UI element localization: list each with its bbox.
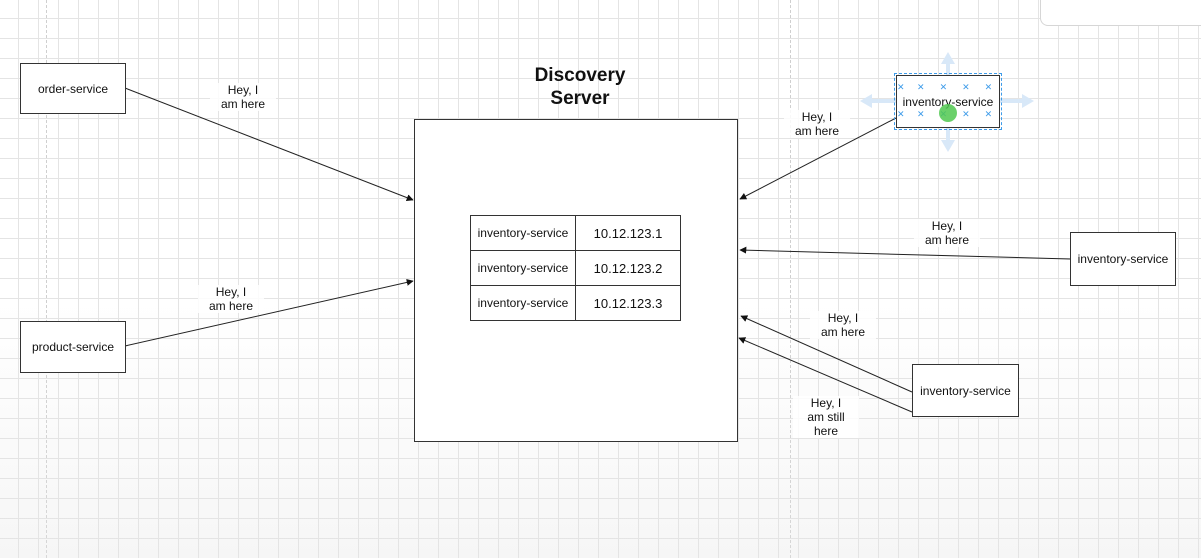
arrow-inventory-bottom-to-server[interactable]: [740, 315, 913, 393]
inventory-service-node-label: inventory-service: [902, 94, 994, 109]
table-row: inventory-service 10.12.123.1: [470, 215, 681, 251]
cursor-icon: [939, 104, 957, 122]
arrow-inventory-mid-to-server[interactable]: [739, 246, 1071, 260]
discovery-server-title: Discovery Server: [534, 65, 626, 109]
order-service-node[interactable]: order-service: [20, 63, 126, 114]
arrow-order-to-server[interactable]: [124, 87, 414, 201]
registry-service-cell: inventory-service: [470, 215, 576, 251]
format-panel[interactable]: [1040, 0, 1201, 26]
registry-service-cell: inventory-service: [470, 285, 576, 321]
registry-ip-cell: 10.12.123.2: [575, 250, 681, 286]
arrow-product-to-server[interactable]: [124, 278, 414, 347]
canvas-guide-left: [46, 0, 47, 558]
product-service-node[interactable]: product-service: [20, 321, 126, 373]
table-row: inventory-service 10.12.123.3: [470, 285, 681, 321]
inventory-service-node-bottom[interactable]: inventory-service: [912, 364, 1019, 417]
service-registry-table[interactable]: inventory-service 10.12.123.1 inventory-…: [470, 215, 681, 321]
arrow-inventory-top-to-server[interactable]: [739, 117, 897, 200]
move-handles-icon[interactable]: [860, 52, 1034, 152]
selection-handles-icon: ✕ ✕ ✕ ✕ ✕: [897, 82, 993, 92]
arrow-heartbeat-to-server[interactable]: [738, 337, 913, 413]
inventory-service-node-mid[interactable]: inventory-service: [1070, 232, 1176, 286]
registry-ip-cell: 10.12.123.1: [575, 215, 681, 251]
canvas-guide-right: [790, 0, 791, 558]
registry-service-cell: inventory-service: [470, 250, 576, 286]
registry-ip-cell: 10.12.123.3: [575, 285, 681, 321]
table-row: inventory-service 10.12.123.2: [470, 250, 681, 286]
